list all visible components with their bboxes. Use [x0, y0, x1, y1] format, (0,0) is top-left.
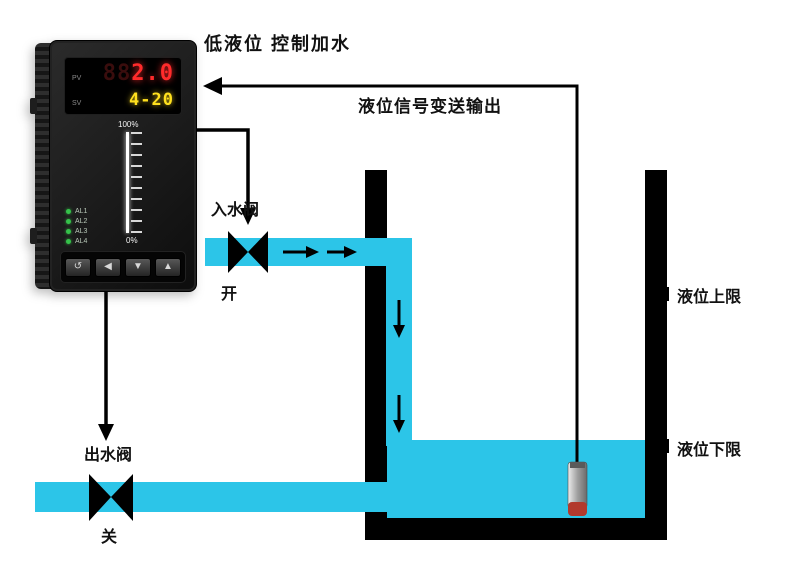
left-arrow-icon: ◀: [104, 261, 112, 272]
alarm-row: AL3: [66, 228, 87, 235]
outlet-valve-label: 出水阀: [84, 447, 133, 464]
outlet-valve-right-wedge: [111, 474, 133, 521]
upper-limit-marker: [654, 287, 669, 301]
alarm-row: AL2: [66, 218, 87, 225]
outlet-valve: [89, 474, 133, 521]
mounting-clip: [30, 228, 37, 244]
loop-icon: ↺: [73, 261, 83, 272]
inlet-valve-right-wedge: [248, 231, 268, 273]
bargraph-bar: [126, 132, 129, 233]
mounting-clip: [30, 98, 37, 114]
inlet-valve-state: 开: [221, 286, 238, 303]
controller-buttons: ↺ ◀ ▼ ▲: [60, 251, 186, 283]
bargraph-ticks: [131, 132, 142, 233]
alarm-label: AL2: [75, 218, 88, 225]
scale-max-label: 100%: [118, 120, 139, 129]
alarm-label: AL1: [75, 208, 88, 215]
scale-min-label: 0%: [126, 236, 138, 245]
controller-display: PV 882.0 SV 4-20: [64, 57, 182, 115]
flow-arrow-down-1-head: [393, 325, 405, 338]
sv-value: 4-20: [129, 90, 174, 110]
inlet-control-path: [197, 128, 250, 209]
diagram-title: 低液位 控制加水: [204, 34, 352, 54]
bargraph: 100% 0%: [64, 120, 176, 245]
level-sensor: [567, 461, 588, 516]
alarm-led-icon: [66, 209, 71, 214]
signal-output-label: 液位信号变送输出: [358, 97, 502, 116]
upper-limit-label: 液位上限: [677, 289, 742, 306]
tank-water: [387, 440, 645, 518]
alarm-label: AL4: [75, 238, 88, 245]
controller-front-panel: PV 882.0 SV 4-20 100% 0% AL1: [49, 40, 197, 292]
down-arrow-icon: ▼: [133, 261, 143, 272]
panel-button-shift[interactable]: ◀: [95, 257, 121, 277]
inlet-valve-left-wedge: [228, 231, 248, 273]
panel-button-up[interactable]: ▲: [155, 257, 181, 277]
inlet-control-arrowhead: [240, 208, 256, 225]
tank-bottom: [365, 518, 667, 540]
sensor-body: [567, 461, 588, 509]
sv-label: SV: [72, 100, 82, 107]
lower-limit-marker: [654, 439, 669, 453]
panel-button-setup[interactable]: ↺: [65, 257, 91, 277]
panel-button-down[interactable]: ▼: [125, 257, 151, 277]
up-arrow-icon: ▲: [163, 261, 173, 272]
pv-digits: 2.0: [131, 61, 174, 86]
signal-line-path: [218, 84, 579, 462]
alarm-row: AL1: [66, 208, 87, 215]
pv-value: 882.0: [103, 63, 174, 85]
flow-arrow-right-2-head: [344, 246, 357, 258]
alarm-label: AL3: [75, 228, 88, 235]
inlet-valve: [228, 231, 268, 273]
tank-right-wall: [645, 170, 667, 540]
outlet-valve-state: 关: [101, 529, 118, 546]
outlet-control-arrowhead: [98, 424, 114, 441]
pv-ghost-digits: 88: [102, 61, 132, 86]
alarm-row: AL4: [66, 238, 87, 245]
alarm-led-icon: [66, 229, 71, 234]
signal-arrowhead-left: [203, 77, 222, 95]
sv-row: SV 4-20: [72, 92, 174, 109]
sensor-red-tip: [568, 502, 587, 516]
flow-arrow-right-1-head: [306, 246, 319, 258]
pv-row: PV 882.0: [72, 63, 174, 85]
sensor-cap: [570, 462, 585, 468]
outlet-control-line: [98, 291, 114, 441]
flow-arrow-down-2-head: [393, 420, 405, 433]
flow-arrows: [283, 246, 405, 433]
alarm-led-icon: [66, 219, 71, 224]
inlet-valve-label: 入水阀: [211, 202, 260, 219]
signal-feedback-line: [203, 77, 579, 462]
outlet-pipe: [35, 482, 387, 512]
pv-label: PV: [72, 75, 82, 82]
alarm-leds: AL1 AL2 AL3 AL4: [66, 208, 87, 245]
alarm-led-icon: [66, 239, 71, 244]
lower-limit-label: 液位下限: [677, 442, 742, 459]
controller-device: PV 882.0 SV 4-20 100% 0% AL1: [30, 40, 197, 292]
outlet-valve-left-wedge: [89, 474, 111, 521]
inlet-control-line: [197, 128, 256, 225]
